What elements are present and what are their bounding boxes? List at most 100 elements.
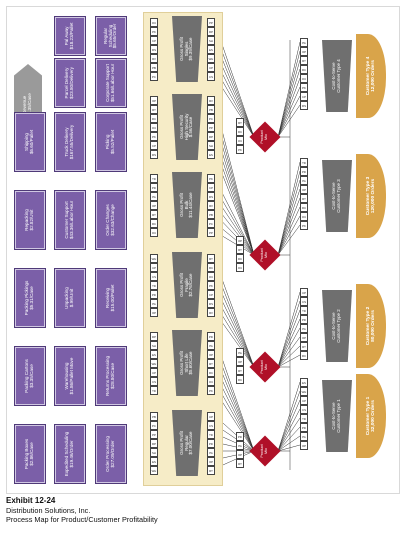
- gross-profit-rate: $.56/Case: [188, 116, 194, 138]
- activity-tag: RC: [207, 263, 215, 272]
- activity-tag: OP: [150, 308, 158, 317]
- activity-tag: RS: [207, 192, 215, 201]
- activity-tag: PK: [150, 27, 158, 36]
- activity-tag: RT: [150, 105, 158, 114]
- activity-tag: SH: [150, 448, 158, 457]
- connector-line: [277, 41, 301, 138]
- activity-tag: PD: [300, 423, 308, 432]
- activity-tag: PK: [300, 83, 308, 92]
- activity-tag: PA: [300, 176, 308, 185]
- exhibit-number: Exhibit 12-24: [6, 496, 56, 505]
- activity-tag: RP: [207, 132, 215, 141]
- activity-tag: PB: [150, 412, 158, 421]
- activity-tag: RT: [236, 245, 244, 254]
- activity-tag: RT: [300, 56, 308, 65]
- activity-tag: TD: [300, 158, 308, 167]
- activity-tag: CP: [207, 183, 215, 192]
- cost-activity-box: Repacking$2.82/Unit: [14, 190, 46, 250]
- activity-tag: WH: [300, 387, 308, 396]
- activity-tag: PD: [150, 290, 158, 299]
- activity-tag: UP: [300, 396, 308, 405]
- cost-activity-rate: $51.66/Labor Hour: [110, 63, 115, 103]
- connector-line: [277, 170, 301, 256]
- activity-tag: ES: [207, 150, 215, 159]
- activity-tag: TD: [150, 174, 158, 183]
- activity-tag: PC: [207, 219, 215, 228]
- activity-tag: OP: [236, 236, 244, 245]
- activity-tag: RT: [300, 194, 308, 203]
- connector-line: [277, 417, 301, 452]
- connector-line: [277, 77, 301, 138]
- activity-tag: PD: [236, 432, 244, 441]
- cost-activity-box: Shipping$6.60/Pallet: [14, 112, 46, 172]
- activity-tag: RP: [207, 27, 215, 36]
- cost-activity-rate: $5.31/Case: [29, 286, 34, 310]
- activity-tag: OC: [300, 74, 308, 83]
- activity-tag: PA: [207, 448, 215, 457]
- connector-line: [277, 399, 301, 452]
- activity-tag: PP: [207, 123, 215, 132]
- company-name: Distribution Solutions, Inc.: [6, 506, 91, 515]
- activity-tag: OC: [300, 212, 308, 221]
- activity-tag: OC: [236, 263, 244, 272]
- connector-line: [277, 435, 301, 452]
- connector-line: [277, 86, 301, 138]
- activity-tag: RV: [207, 96, 215, 105]
- activity-tag: RC: [236, 127, 244, 136]
- cost-activity-rate: $2.86/Case: [29, 442, 34, 466]
- activity-tag: RS: [150, 150, 158, 159]
- cost-activity-box: Packing Pickings$5.31/Case: [14, 268, 46, 328]
- gross-profit-rate: $5.60/Case: [188, 351, 194, 375]
- activity-tag: PA: [207, 341, 215, 350]
- connector-line: [277, 50, 301, 138]
- activity-tag: PA: [300, 324, 308, 333]
- activity-tag: OP: [236, 450, 244, 459]
- connector-line: [277, 354, 301, 368]
- activity-tag: ES: [150, 457, 158, 466]
- cost-activity-rate: $18.23/Pallet: [69, 22, 74, 50]
- activity-tag: RS: [150, 45, 158, 54]
- connector-line: [277, 318, 301, 368]
- cost-activity-box: Packing Boxes$2.86/Case: [14, 424, 46, 484]
- cost-activity-rate: $167.55/Delivery: [69, 124, 74, 160]
- connector-line: [277, 224, 301, 256]
- cost-activity-box: Packing Cartons$3.35/Case: [14, 346, 46, 406]
- cost-activity-box: Warehousing$1.86/Pallet Move: [54, 346, 86, 406]
- activity-tag: OP: [300, 47, 308, 56]
- activity-tag: PB: [150, 63, 158, 72]
- activity-tag: RT: [207, 254, 215, 263]
- exhibit-caption: Exhibit 12-24 Distribution Solutions, In…: [6, 496, 158, 524]
- activity-tag: RC: [207, 368, 215, 377]
- connector-line: [277, 95, 301, 138]
- activity-tag: PD: [207, 332, 215, 341]
- activity-tag: PA: [150, 192, 158, 201]
- cost-activity-rate: $23.80/Delivery: [69, 67, 74, 99]
- activity-tag: PB: [207, 105, 215, 114]
- cost-activity-rate: $5.65/Order: [112, 23, 118, 49]
- activity-tag: WH: [150, 466, 158, 475]
- gross-profit-band: [143, 12, 223, 486]
- activity-tag: OP: [300, 185, 308, 194]
- activity-tag: TD: [300, 414, 308, 423]
- connector-line: [277, 390, 301, 452]
- activity-tag: OP: [150, 96, 158, 105]
- activity-tag: OP: [236, 357, 244, 366]
- activity-tag: PA: [300, 38, 308, 47]
- activity-tag: RP: [150, 439, 158, 448]
- connector-line: [277, 444, 301, 452]
- activity-tag: PP: [207, 228, 215, 237]
- activity-tag: PP: [150, 430, 158, 439]
- exhibit-subtitle: Process Map for Product/Customer Profita…: [6, 515, 158, 525]
- activity-tag: PA: [236, 441, 244, 450]
